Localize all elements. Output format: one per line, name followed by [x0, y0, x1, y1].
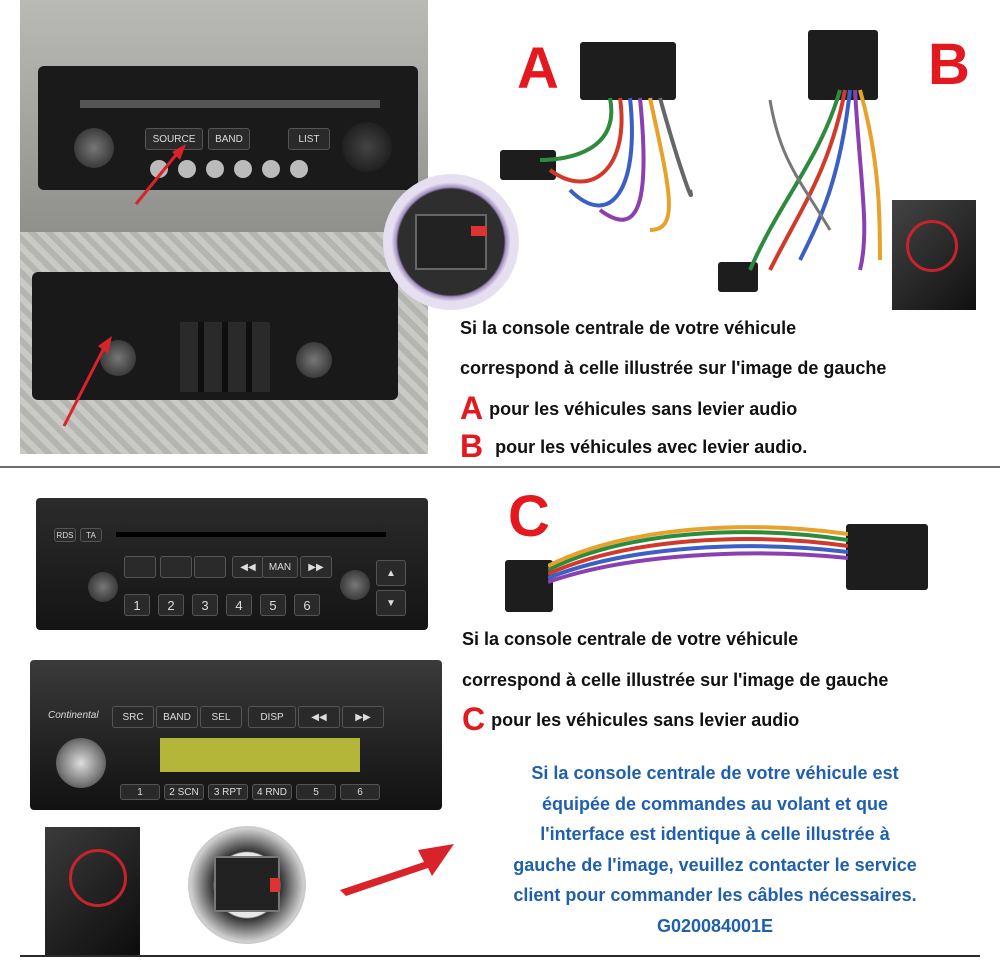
red-tab — [270, 878, 280, 892]
lcd-display — [160, 738, 360, 772]
ab-text-b: pour les véhicules avec levier audio. — [495, 437, 808, 457]
preset-knob — [206, 160, 224, 178]
notice-code: G020084001E — [656, 915, 774, 936]
preset-2: 2 — [158, 594, 184, 616]
preset-5: 5 — [260, 594, 286, 616]
mode-button — [124, 556, 156, 578]
volume-knob — [56, 738, 106, 788]
label-c: C — [508, 484, 550, 549]
connector-zoom-photo — [383, 174, 519, 310]
label-b: B — [928, 32, 970, 97]
radio-photo-black: RDS TA ◀◀ MAN ▶▶ 1 2 3 4 5 6 ▲ ▼ — [36, 498, 428, 630]
ab-line-1: Si la console centrale de votre véhicule — [460, 318, 797, 338]
ab-text-a: pour les véhicules sans levier audio — [489, 399, 798, 419]
red-arrow-icon — [134, 144, 186, 205]
c-line-1: Si la console centrale de votre véhicule — [462, 629, 799, 649]
ab-letter-a: A — [460, 390, 484, 426]
c-letter: C — [462, 701, 486, 737]
harness-a-connector — [580, 42, 676, 100]
preset-1: 1 — [120, 784, 160, 800]
steering-lever-photo — [892, 200, 976, 310]
harness-c-plug-right — [846, 524, 928, 590]
preset-2: 2 SCN — [164, 784, 204, 800]
red-arrow-icon — [340, 844, 454, 896]
preset-knob — [234, 160, 252, 178]
down-button: ▼ — [376, 590, 406, 616]
red-tab — [471, 226, 487, 236]
brand-logo: Continental — [48, 710, 99, 721]
harness-a-plug — [500, 150, 556, 180]
rds-button: RDS — [54, 528, 76, 542]
radio-photo-continental: Continental SRC BAND SEL DISP ◀◀ ▶▶ 1 2 … — [30, 660, 442, 810]
steering-lever-photo-small — [45, 827, 140, 955]
rewind-button: ◀◀ — [298, 706, 340, 728]
tuning-knob — [296, 342, 332, 378]
preset-6: 6 — [340, 784, 380, 800]
volume-knob — [74, 128, 114, 168]
notice-line-4: gauche de l'image, veuillez contacter le… — [513, 854, 917, 875]
list-button: LIST — [288, 128, 330, 150]
nav-dial — [342, 122, 392, 172]
man-button: MAN — [262, 556, 298, 578]
forward-button: ▶▶ — [300, 556, 332, 578]
cd-slot — [116, 532, 386, 537]
preset-4: 4 RND — [252, 784, 292, 800]
connector-socket — [415, 214, 487, 270]
band-button: BAND — [208, 128, 250, 150]
radio-photo-top: SOURCE BAND LIST — [20, 0, 428, 232]
preset-knob — [150, 160, 168, 178]
radio-photo-bottom — [20, 232, 428, 454]
keypad — [180, 322, 270, 392]
harness-c-plug-left — [505, 560, 553, 612]
highlight-circle — [906, 220, 958, 272]
connector-zoom-photo-2 — [188, 826, 306, 944]
preset-knob — [262, 160, 280, 178]
source-button: SOURCE — [145, 128, 203, 150]
red-arrow-icon — [62, 336, 112, 427]
preset-knob — [178, 160, 196, 178]
mode-button — [194, 556, 226, 578]
preset-4: 4 — [226, 594, 252, 616]
music-knob — [340, 570, 370, 600]
band-button: BAND — [156, 706, 198, 728]
preset-3: 3 RPT — [208, 784, 248, 800]
mode-button — [160, 556, 192, 578]
src-button: SRC — [112, 706, 154, 728]
bottom-divider — [20, 955, 980, 957]
section-divider — [0, 466, 1000, 468]
preset-5: 5 — [296, 784, 336, 800]
up-button: ▲ — [376, 560, 406, 586]
notice-line-1: Si la console centrale de votre véhicule… — [531, 763, 899, 783]
label-a: A — [517, 36, 559, 101]
preset-knob — [290, 160, 308, 178]
ab-letter-b: B — [460, 428, 484, 464]
preset-6: 6 — [294, 594, 320, 616]
cd-slot — [80, 100, 380, 108]
c-line-2: correspond à celle illustrée sur l'image… — [462, 670, 889, 690]
harness-b-wires — [748, 89, 882, 271]
notice-line-5: client pour commander les câbles nécessa… — [513, 885, 917, 905]
disp-button: DISP — [248, 706, 296, 728]
power-knob — [88, 572, 118, 602]
forward-button: ▶▶ — [342, 706, 384, 728]
harness-b-connector — [808, 30, 878, 100]
preset-1: 1 — [124, 594, 150, 616]
harness-a-wires — [539, 97, 693, 232]
sel-button: SEL — [200, 706, 242, 728]
harness-c-wires — [548, 525, 848, 584]
notice-line-3: l'interface est identique à celle illust… — [540, 824, 890, 844]
notice-block: Si la console centrale de votre véhicule… — [455, 758, 975, 941]
notice-line-2: équipée de commandes au volant et que — [541, 793, 889, 814]
ta-button: TA — [80, 528, 102, 542]
c-text: pour les véhicules sans levier audio — [491, 710, 800, 730]
preset-3: 3 — [192, 594, 218, 616]
ab-line-2: correspond à celle illustrée sur l'image… — [460, 358, 887, 378]
highlight-circle — [69, 849, 127, 907]
rewind-button: ◀◀ — [232, 556, 264, 578]
